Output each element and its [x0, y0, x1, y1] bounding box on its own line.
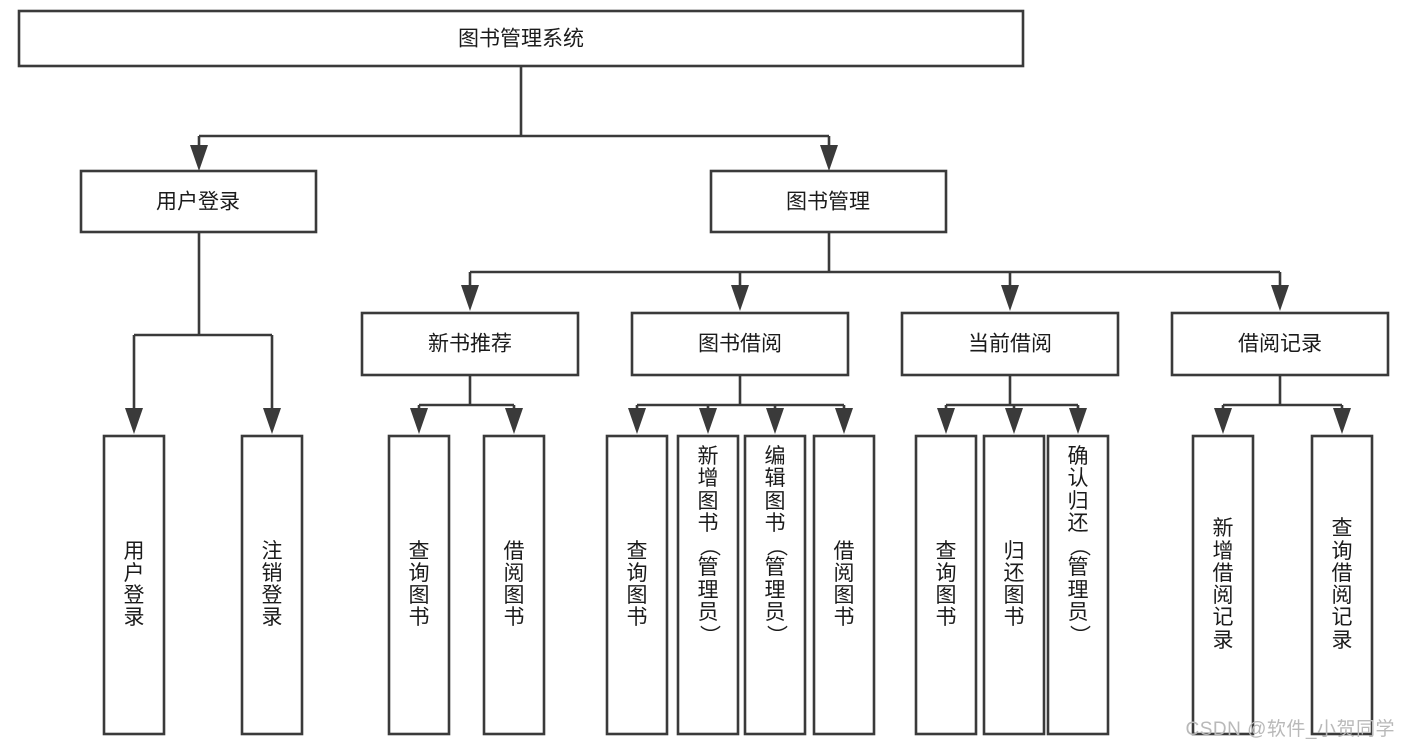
- node-new-book-recommend-label: 新书推荐: [428, 333, 512, 356]
- node-root-label: 图书管理系统: [458, 28, 584, 51]
- node-leaf-br-add-record-box[interactable]: [1191, 434, 1255, 736]
- connector-group-borrow-record-to-leaves: [1214, 375, 1351, 434]
- node-book-manage[interactable]: 图书管理: [709, 169, 948, 234]
- node-leaf-rec-borrow-book-box[interactable]: [482, 434, 546, 736]
- node-leaf-rec-query-book-box[interactable]: [387, 434, 451, 736]
- arrow-br-to-leaf-add-record: [1214, 408, 1232, 434]
- node-borrow-record-label: 借阅记录: [1238, 333, 1322, 356]
- arrow-cb-to-leaf-return-book: [1005, 408, 1023, 434]
- arrow-ul-to-leaf-user-login: [125, 408, 143, 434]
- arrow-bm-to-current-borrow: [1001, 285, 1019, 311]
- arrow-root-to-user-login: [190, 145, 208, 171]
- node-leaf-user-logout-box[interactable]: [240, 434, 304, 736]
- connector-group-new-book-recommend-to-leaves: [410, 375, 523, 434]
- node-root-box[interactable]: [17, 9, 1025, 68]
- csdn-watermark: CSDN @软件_小贺同学: [1185, 719, 1395, 740]
- connector-group-user-login-to-leaves: [125, 232, 281, 434]
- arrow-bb-to-leaf-edit-book: [766, 408, 784, 434]
- arrow-bm-to-book-borrow: [731, 285, 749, 311]
- node-leaf-bb-borrow-book-box[interactable]: [812, 434, 876, 736]
- node-book-manage-label: 图书管理: [786, 191, 870, 214]
- node-leaf-br-query-record-box[interactable]: [1310, 434, 1374, 736]
- connector-group-root-to-level2: [190, 66, 838, 171]
- arrow-br-to-leaf-query-record: [1333, 408, 1351, 434]
- arrow-ul-to-leaf-user-logout: [263, 408, 281, 434]
- arrow-bm-to-borrow-record: [1271, 285, 1289, 311]
- node-book-borrow-label: 图书借阅: [698, 333, 782, 356]
- node-leaf-bb-edit-book-box[interactable]: [743, 434, 807, 736]
- node-book-borrow[interactable]: 图书借阅: [630, 311, 850, 377]
- arrow-cb-to-leaf-confirm-return: [1069, 408, 1087, 434]
- node-leaf-bb-add-book-box[interactable]: [676, 434, 740, 736]
- node-new-book-recommend-box[interactable]: [360, 311, 580, 377]
- arrow-bb-to-leaf-add-book: [699, 408, 717, 434]
- node-book-manage-box[interactable]: [709, 169, 948, 234]
- node-current-borrow-label: 当前借阅: [968, 333, 1052, 356]
- arrow-root-to-book-manage: [820, 145, 838, 171]
- node-leaf-cb-confirm-return-box[interactable]: [1046, 434, 1110, 736]
- node-leaf-bb-query-book-box[interactable]: [605, 434, 669, 736]
- node-user-login-box[interactable]: [79, 169, 318, 234]
- node-book-borrow-box[interactable]: [630, 311, 850, 377]
- node-leaf-user-login-box[interactable]: [102, 434, 166, 736]
- connector-group-current-borrow-to-leaves: [937, 375, 1087, 434]
- connector-group-book-manage-to-level3: [461, 232, 1289, 311]
- node-current-borrow-box[interactable]: [900, 311, 1120, 377]
- arrow-bm-to-new-book-recommend: [461, 285, 479, 311]
- node-user-login-label: 用户登录: [156, 191, 240, 214]
- node-root[interactable]: 图书管理系统: [17, 9, 1025, 68]
- node-borrow-record-box[interactable]: [1170, 311, 1390, 377]
- arrow-cb-to-leaf-query-book: [937, 408, 955, 434]
- arrow-bb-to-leaf-query-book: [628, 408, 646, 434]
- arrow-nbr-to-leaf-borrow-book: [505, 408, 523, 434]
- arrow-bb-to-leaf-borrow-book: [835, 408, 853, 434]
- connector-group-book-borrow-to-leaves: [628, 375, 853, 434]
- node-new-book-recommend[interactable]: 新书推荐: [360, 311, 580, 377]
- node-user-login[interactable]: 用户登录: [79, 169, 318, 234]
- node-leaf-cb-return-book-box[interactable]: [982, 434, 1046, 736]
- arrow-nbr-to-leaf-query-book: [410, 408, 428, 434]
- node-leaf-cb-query-book-box[interactable]: [914, 434, 978, 736]
- node-current-borrow[interactable]: 当前借阅: [900, 311, 1120, 377]
- node-borrow-record[interactable]: 借阅记录: [1170, 311, 1390, 377]
